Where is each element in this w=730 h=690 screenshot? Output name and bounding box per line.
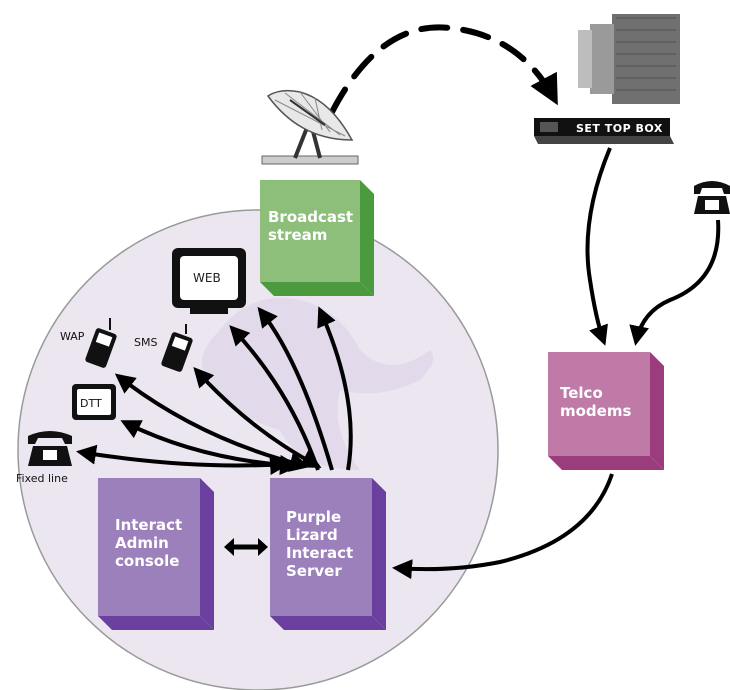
admin-server-link-arrow: [224, 538, 268, 556]
server-fixed-line-arrow: [76, 444, 290, 475]
telephone-icon: [694, 181, 730, 214]
broadcast-label-2: stream: [268, 226, 327, 244]
phone-to-telco-arrow: [629, 219, 721, 346]
telco-to-server-arrow: [392, 473, 614, 580]
server-label-2: Lizard: [286, 526, 338, 544]
server-label-3: Interact: [286, 544, 353, 562]
telco-modems-box: Telco modems: [548, 352, 664, 470]
server-label-4: Server: [286, 562, 342, 580]
server-label-1: Purple: [286, 508, 341, 526]
sms-mobile-icon: SMS: [134, 324, 193, 372]
television-icon: [578, 14, 680, 104]
stb-to-telco-arrow: [585, 147, 612, 346]
dtt-tv-icon: DTT: [72, 384, 116, 420]
fixed-line-phone-icon: Fixed line: [16, 431, 72, 485]
wap-mobile-icon: WAP: [60, 318, 117, 368]
broadcast-stream-box: Broadcast stream: [260, 180, 374, 296]
broadcast-link-arrow: [329, 24, 558, 115]
wap-label: WAP: [60, 330, 85, 343]
fixed-line-label: Fixed line: [16, 472, 68, 485]
web-label: WEB: [193, 271, 221, 285]
server-to-broadcast-arrow: [317, 306, 353, 471]
admin-label-2: Admin: [115, 534, 169, 552]
telco-label-1: Telco: [560, 384, 603, 402]
set-top-box: SET TOP BOX: [534, 118, 674, 144]
admin-console-box: Interact Admin console: [98, 478, 214, 630]
set-top-box-label: SET TOP BOX: [576, 122, 663, 135]
admin-label-3: console: [115, 552, 179, 570]
sms-label: SMS: [134, 336, 157, 349]
web-tv-icon: WEB: [172, 248, 246, 314]
satellite-dish-icon: [261, 89, 359, 165]
server-box: Purple Lizard Interact Server: [270, 478, 386, 630]
telco-label-2: modems: [560, 402, 631, 420]
dtt-label: DTT: [80, 397, 102, 410]
broadcast-label-1: Broadcast: [268, 208, 353, 226]
admin-label-1: Interact: [115, 516, 182, 534]
